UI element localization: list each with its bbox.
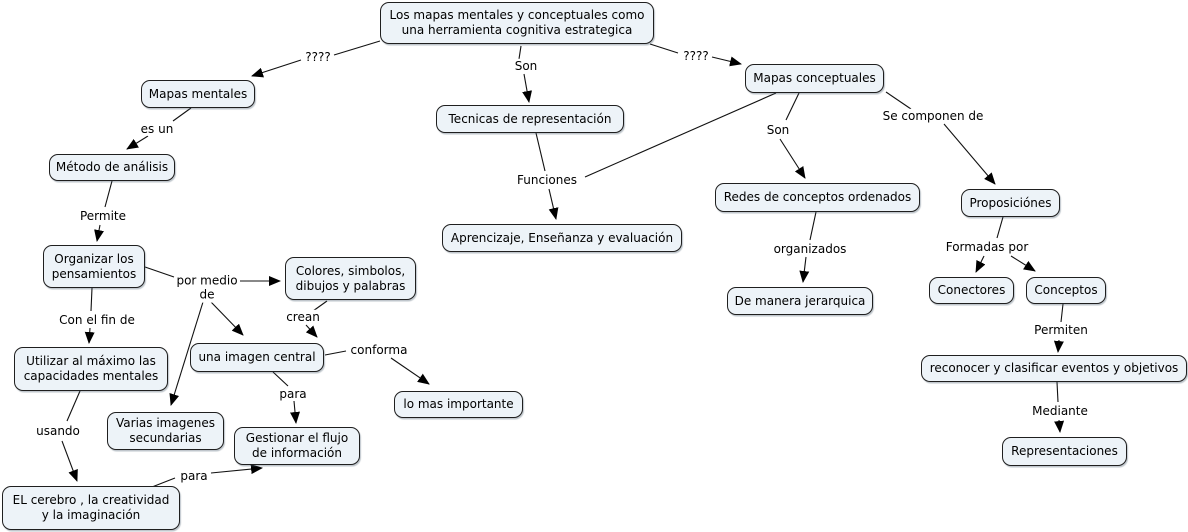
connector-arrow bbox=[61, 440, 78, 482]
linking-phrase-usando[interactable]: usando bbox=[34, 423, 82, 439]
connector-line bbox=[584, 92, 777, 178]
connector-arrow bbox=[251, 59, 302, 78]
linking-phrase-por-medio-de[interactable]: por medio de bbox=[174, 273, 240, 303]
connector-arrow bbox=[290, 400, 300, 424]
concept-representaciones[interactable]: Representaciones bbox=[1002, 437, 1127, 466]
concept-reconocer-clasificar[interactable]: reconocer y clasificar eventos y objetiv… bbox=[921, 355, 1187, 382]
connector-arrow bbox=[305, 324, 318, 338]
connector-line bbox=[649, 43, 679, 54]
concept-root[interactable]: Los mapas mentales y conceptuales como u… bbox=[380, 2, 654, 44]
connector-arrow bbox=[210, 464, 263, 475]
concept-imagen-central[interactable]: una imagen central bbox=[190, 343, 324, 372]
connector-line bbox=[312, 300, 328, 312]
connector-line bbox=[272, 371, 289, 387]
concept-tecnicas-de-representacion[interactable]: Tecnicas de representación bbox=[436, 105, 624, 133]
connector-arrow bbox=[943, 123, 996, 185]
linking-phrase-line: por medio bbox=[176, 273, 238, 288]
connector-arrow bbox=[169, 301, 204, 406]
connector-line bbox=[885, 91, 912, 110]
connector-arrow bbox=[94, 224, 104, 242]
connector-line bbox=[66, 390, 81, 422]
concept-lo-mas-importante[interactable]: lo mas importante bbox=[394, 391, 523, 418]
concept-utilizar-capacidades[interactable]: Utilizar al máximo las capacidades menta… bbox=[14, 347, 168, 391]
connector-line bbox=[1060, 303, 1064, 323]
linking-phrase-para-center[interactable]: para bbox=[277, 386, 309, 402]
linking-phrase-question-right[interactable]: ???? bbox=[681, 48, 711, 64]
linking-phrase-line: de bbox=[199, 288, 215, 302]
connector-arrow bbox=[799, 256, 810, 283]
linking-phrase-organizados[interactable]: organizados bbox=[771, 241, 849, 257]
connector-arrow bbox=[1010, 255, 1036, 272]
linking-phrase-con-el-fin-de[interactable]: Con el fin de bbox=[57, 312, 137, 328]
connector-arrow bbox=[779, 138, 806, 179]
connector-line bbox=[172, 107, 192, 122]
concept-proposiciones[interactable]: Proposiciónes bbox=[961, 189, 1060, 217]
linking-phrase-es-un[interactable]: es un bbox=[138, 121, 176, 137]
connector-line bbox=[518, 45, 522, 60]
connector-line bbox=[996, 216, 1004, 239]
connector-arrow bbox=[84, 327, 95, 344]
concept-mapas-conceptuales[interactable]: Mapas conceptuales bbox=[745, 64, 884, 93]
connector-arrow bbox=[390, 357, 430, 385]
concept-de-manera-jerarquica[interactable]: De manera jerarquica bbox=[727, 287, 873, 315]
connector-arrow bbox=[1053, 339, 1064, 353]
connector-line bbox=[535, 132, 546, 172]
connector-line bbox=[1056, 381, 1059, 403]
linking-phrase-funciones[interactable]: Funciones bbox=[515, 172, 579, 188]
connector-arrow bbox=[1054, 419, 1065, 433]
concept-conectores[interactable]: Conectores bbox=[929, 277, 1014, 304]
connector-line bbox=[785, 92, 800, 121]
connector-arrow bbox=[522, 73, 532, 103]
linking-phrase-para-bottom[interactable]: para bbox=[178, 468, 210, 484]
connector-line bbox=[90, 287, 93, 312]
linking-phrase-crean[interactable]: crean bbox=[284, 309, 322, 325]
linking-phrase-mediante[interactable]: Mediante bbox=[1030, 403, 1090, 419]
concept-aprencizaje-ensenanza[interactable]: Aprencizaje, Enseñanza y evaluación bbox=[442, 224, 682, 252]
connector-arrow bbox=[975, 255, 986, 273]
connector-line bbox=[144, 266, 175, 278]
concept-gestionar-flujo[interactable]: Gestionar el flujo de información bbox=[234, 427, 360, 465]
concept-organizar-pensamientos[interactable]: Organizar los pensamientos bbox=[43, 245, 145, 288]
linking-phrase-permiten[interactable]: Permiten bbox=[1032, 322, 1090, 338]
linking-phrase-question-left[interactable]: ???? bbox=[303, 49, 333, 65]
linking-phrase-son-top[interactable]: Son bbox=[512, 58, 540, 74]
linking-phrase-se-componen-de[interactable]: Se componen de bbox=[880, 108, 986, 124]
concept-conceptos[interactable]: Conceptos bbox=[1026, 277, 1106, 304]
connector-line bbox=[151, 477, 176, 488]
connector-line bbox=[324, 350, 347, 356]
connector-arrow bbox=[210, 301, 244, 336]
linking-phrase-conforma[interactable]: conforma bbox=[348, 342, 410, 358]
connector-arrow bbox=[548, 188, 559, 220]
connector-line bbox=[809, 211, 817, 241]
concept-cerebro-creatividad[interactable]: EL cerebro , la creatividad y la imagina… bbox=[2, 486, 180, 530]
linking-phrase-formadas-por[interactable]: Formadas por bbox=[943, 239, 1031, 255]
concept-redes-de-conceptos[interactable]: Redes de conceptos ordenados bbox=[715, 183, 920, 212]
linking-phrase-permite[interactable]: Permite bbox=[77, 208, 129, 224]
linking-phrase-son-right[interactable]: Son bbox=[764, 122, 792, 138]
concept-colores-simbolos[interactable]: Colores, simbolos, dibujos y palabras bbox=[285, 257, 416, 300]
concept-mapas-mentales[interactable]: Mapas mentales bbox=[141, 80, 255, 108]
connector-line bbox=[333, 40, 381, 56]
connector-line bbox=[104, 180, 113, 208]
connector-arrow bbox=[711, 56, 742, 67]
connector-arrow bbox=[126, 135, 149, 150]
concept-varias-imagenes[interactable]: Varias imagenes secundarias bbox=[107, 412, 224, 450]
concept-metodo-de-analisis[interactable]: Método de análisis bbox=[49, 154, 175, 181]
